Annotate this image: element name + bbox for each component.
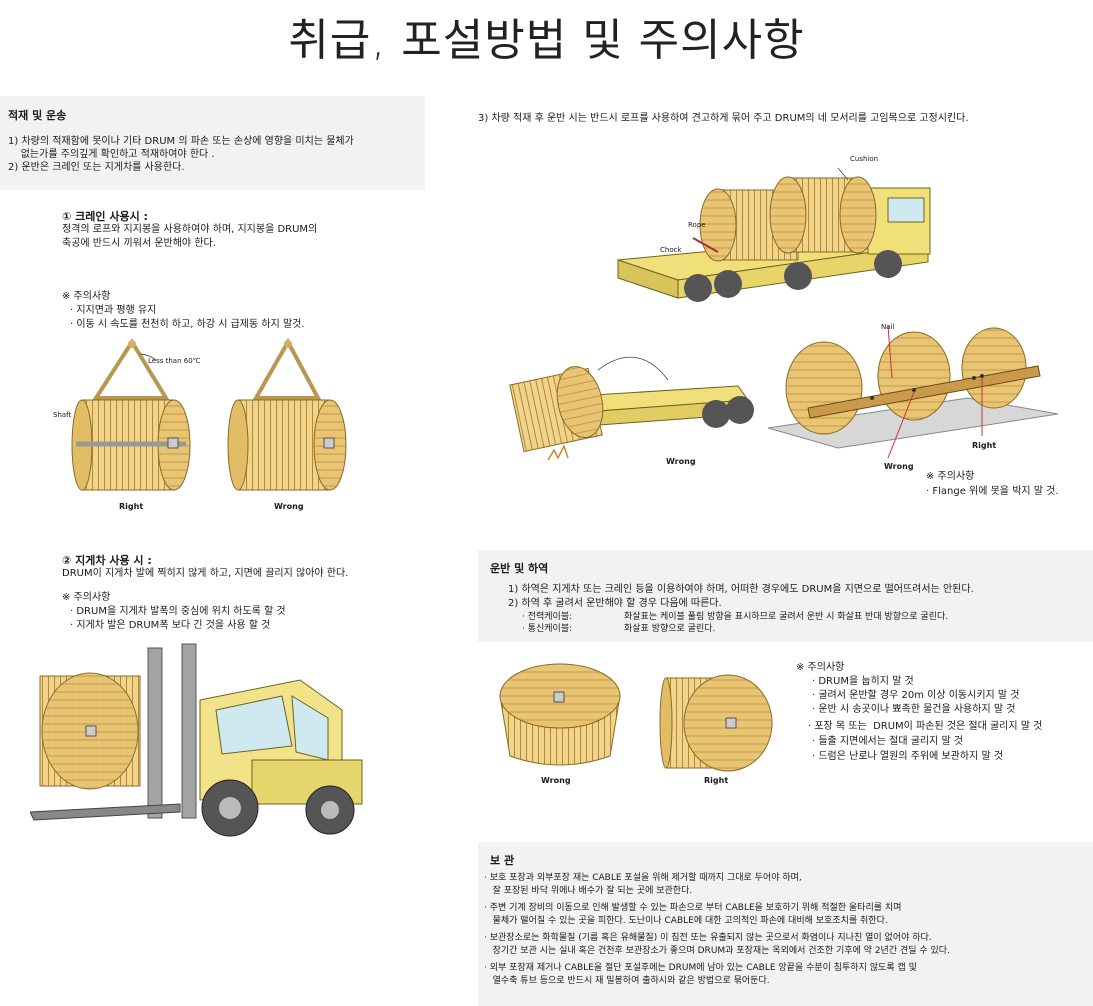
storage-line-5: 장기간 보관 시는 실내 혹은 건천후 보관장소가 좋으며 DRUM과 포장재는…: [484, 946, 950, 956]
crane-caution2: · 이동 시 속도를 천천히 하고, 하강 시 급제동 하지 말것.: [70, 319, 305, 330]
forklift-caution-title: ※ 주의사항: [62, 592, 111, 603]
storage-line-6: · 외부 포장재 제거나 CABLE을 절단 포설후에는 DRUM에 남아 있는…: [484, 963, 917, 973]
crane-caution-title: ※ 주의사항: [62, 291, 111, 302]
unloading-line2: 2) 하역 후 굴려서 운반해야 할 경우 다음에 따른다.: [508, 598, 722, 609]
unloading-line1: 1) 하역은 지게차 또는 크레인 등을 이용하여야 하며, 어떠한 경우에도 …: [508, 584, 974, 595]
crane-shaft-label: Shaft: [53, 411, 72, 419]
forklift-illustration: [30, 643, 363, 837]
crane-wrong-label: Wrong: [274, 502, 304, 511]
storage-line-3: 물체가 떨어질 수 있는 곳을 피한다. 도난이나 CABLE에 대한 고의적인…: [484, 916, 888, 926]
forklift-desc: DRUM이 지게차 발에 찍히지 않게 하고, 지면에 끌리지 않아야 한다.: [62, 568, 349, 579]
loading-panel: [0, 96, 425, 190]
unloading-caution-0: · DRUM을 눕히지 말 것: [812, 676, 914, 687]
unloading-row2-label: · 통신케이블:: [522, 624, 573, 634]
forklift-caution1: · DRUM을 지게차 발폭의 중심에 위치 하도록 할 것: [70, 606, 286, 617]
crane-desc1: 정격의 로프와 지지봉을 사용하여야 하며, 지지봉을 DRUM의: [62, 224, 318, 235]
truck-caution1: · Flange 위에 못을 박지 말 것.: [926, 486, 1059, 497]
crane-caution1: · 지지면과 평행 유지: [70, 305, 157, 316]
drum-nail-illustration: [768, 325, 1058, 459]
loading-line2: 2) 운반은 크레인 또는 지게차를 사용한다.: [8, 162, 185, 173]
forklift-caution2: · 지게차 발은 DRUM폭 보다 긴 것을 사용 할 것: [70, 620, 271, 631]
truck-illustration: [617, 167, 931, 302]
loading-heading: 적재 및 운송: [8, 109, 67, 122]
storage-line-2: · 주변 기계 장비의 이동으로 인해 발생할 수 있는 파손으로 부터 CAB…: [484, 903, 902, 913]
truck-rope-label: Rope: [688, 221, 706, 229]
unloading-right-label: Right: [704, 776, 729, 785]
storage-line-7: 열수축 튜브 등으로 반드시 재 밀봉하여 출하시와 같은 방법으로 묶어둔다.: [484, 976, 770, 986]
unloading-caution-1: · 굴려서 운반할 경우 20m 이상 이동시키지 말 것: [812, 690, 1020, 701]
unloading-row2-value: 화살표 방향으로 굴린다.: [624, 624, 716, 634]
truck-instruction: 3) 차량 적재 후 운반 시는 반드시 로프를 사용하여 견고하게 묶어 주고…: [478, 113, 969, 124]
unloading-panel: [478, 550, 1093, 642]
truck-nail-label: Nail: [881, 323, 895, 331]
page-title: 취급, 포설방법 및 주의사항: [288, 15, 805, 66]
crane-angle-label: Less than 60℃: [148, 357, 201, 365]
drum-standing-illustration: [659, 674, 773, 772]
truck-chock-label: Chock: [660, 246, 682, 254]
truck-wrong1-label: Wrong: [666, 457, 696, 466]
truck-cushion-label: Cushion: [850, 155, 879, 163]
loading-line1: 1) 차량의 적재함에 못이나 기타 DRUM 의 파손 또는 손상에 영향을 …: [8, 136, 354, 147]
storage-line-1: 잘 포장된 바닥 위에나 배수가 잘 되는 곳에 보관한다.: [484, 886, 693, 896]
unloading-caution-2: · 운반 시 송곳이나 뾰족한 물건을 사용하지 말 것: [812, 704, 1016, 715]
loading-line1b: 없는가를 주의깊게 확인하고 적재하여야 한다 .: [8, 149, 215, 160]
drum-lying-illustration: [499, 663, 621, 766]
storage-line-0: · 보호 포장과 외부포장 재는 CABLE 포설을 위해 제거할 때까지 그대…: [484, 873, 802, 883]
truck-wrong2-label: Wrong: [884, 462, 914, 471]
crane-heading: ① 크레인 사용시 :: [62, 210, 148, 223]
forklift-heading: ② 지게차 사용 시 :: [62, 554, 152, 567]
crane-desc2: 축공에 반드시 끼워서 운반해야 한다.: [62, 238, 216, 249]
unloading-wrong-label: Wrong: [541, 776, 571, 785]
unloading-caution-3: · 포장 목 또는 DRUM이 파손된 것은 절대 굴리지 말 것: [808, 721, 1043, 732]
storage-heading: 보 관: [490, 854, 515, 867]
unloading-heading: 운반 및 하역: [490, 562, 549, 575]
unloading-caution-5: · 드럼은 난로나 열원의 주위에 보관하지 말 것: [812, 751, 1004, 762]
drum-fall-illustration: [509, 356, 754, 461]
unloading-caution-4: · 들출 지면에서는 절대 굴리지 말 것: [812, 736, 964, 747]
unloading-row1-label: · 전력케이블:: [522, 612, 573, 622]
truck-caution-title: ※ 주의사항: [926, 471, 975, 482]
crane-wrong-illustration: [227, 338, 347, 491]
crane-right-label: Right: [119, 502, 144, 511]
storage-panel: [478, 842, 1093, 1006]
truck-right-label: Right: [972, 441, 997, 450]
crane-right-illustration: [71, 338, 191, 491]
storage-line-4: · 보관장소로는 화학물질 (기름 혹은 유해물질) 이 침전 또는 유출되지 …: [484, 933, 932, 943]
unloading-caution-title: ※ 주의사항: [796, 662, 845, 673]
unloading-row1-value: 화살표는 케이블 풀림 방향을 표시하므로 굴려서 운반 시 화살표 반대 방향…: [624, 612, 949, 622]
